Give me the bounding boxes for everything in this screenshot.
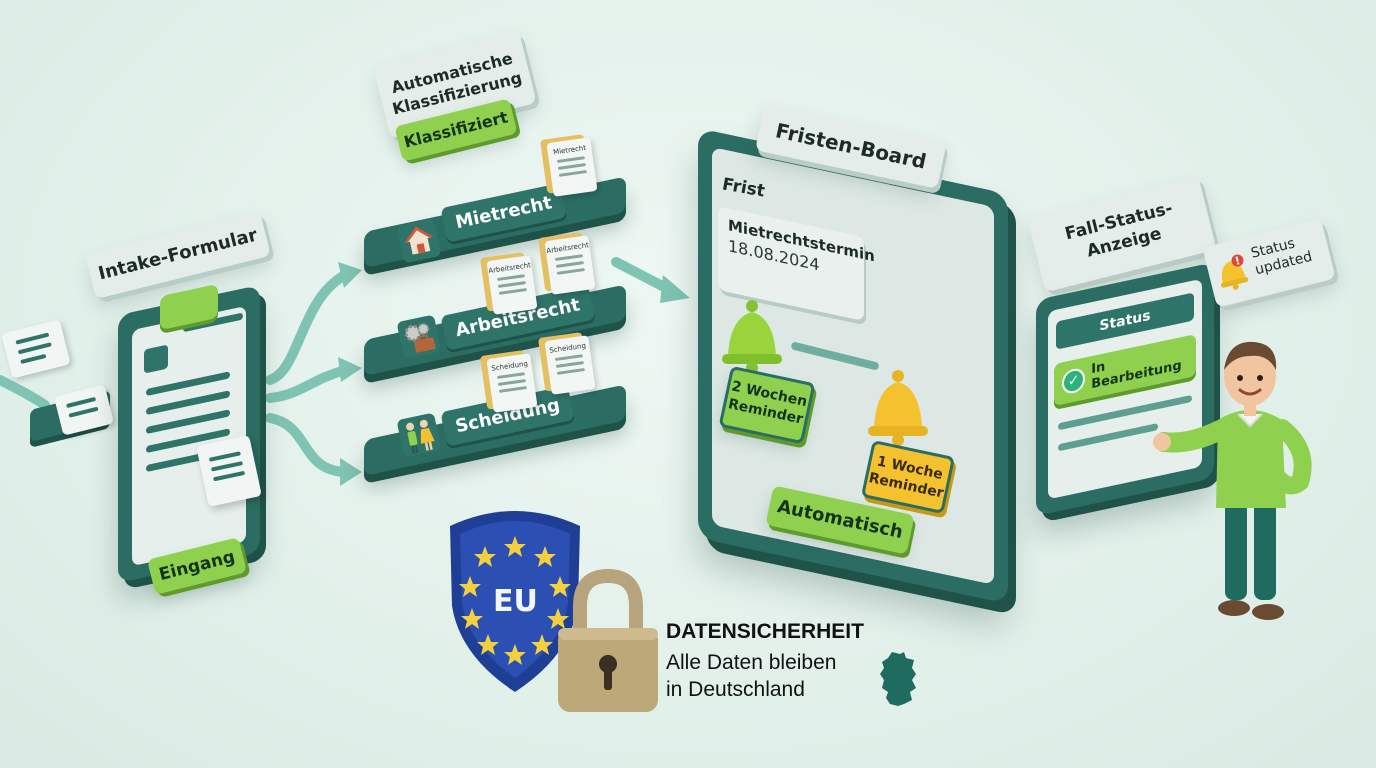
germany-map-icon	[880, 652, 916, 706]
incoming-document	[53, 384, 115, 436]
person-figure	[1153, 341, 1312, 620]
doc-stack-scheidung-2: Scheidung	[544, 335, 596, 395]
security-heading: DATENSICHERHEIT	[666, 620, 864, 643]
house-icon	[396, 218, 442, 264]
clipboard	[118, 283, 260, 584]
bell-green-icon	[712, 296, 792, 380]
doc-label-arbeitsrecht-small: Arbeitsrecht	[487, 261, 532, 276]
gears-briefcase-icon	[396, 314, 442, 360]
eu-shield-text: EU	[493, 584, 538, 619]
eu-shield-icon	[450, 511, 580, 692]
clipboard-paper	[132, 305, 246, 567]
security-line1: Alle Daten bleiben	[666, 651, 837, 674]
incoming-docs	[0, 319, 120, 460]
incoming-document	[1, 319, 71, 379]
doc-label-scheidung: Scheidung	[548, 341, 587, 355]
doc-stack-arbeitsrecht-2: Arbeitsrecht	[544, 235, 596, 295]
doc-stack-arbeitsrecht-1: Arbeitsrecht	[486, 255, 538, 315]
bell-notification-icon	[1212, 252, 1255, 299]
status-notification: Status updated	[1202, 218, 1336, 308]
doc-label-scheidung-small: Scheidung	[490, 359, 529, 373]
doc-stack-mietrecht: Mietrecht	[546, 137, 598, 197]
doc-stack-scheidung-1: Scheidung	[486, 353, 538, 413]
doc-label-mietrecht: Mietrecht	[552, 143, 587, 157]
doc-label-arbeitsrecht: Arbeitsrecht	[545, 241, 590, 256]
check-icon: ✓	[1062, 366, 1086, 396]
security-line2: in Deutschland	[666, 678, 805, 701]
bell-yellow-icon	[858, 366, 938, 454]
couple-icon	[396, 412, 442, 458]
padlock-icon	[558, 568, 658, 712]
